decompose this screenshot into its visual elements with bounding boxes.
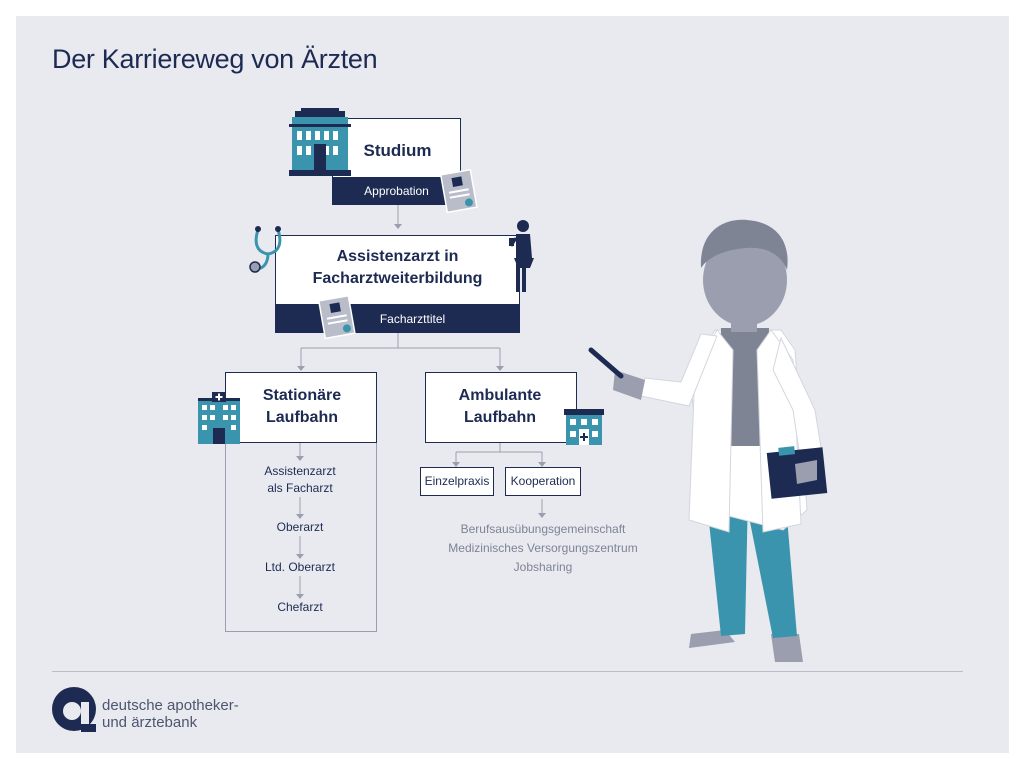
bank-logo-icon — [52, 687, 96, 732]
stethoscope-icon — [249, 226, 282, 273]
page-title: Der Karriereweg von Ärzten — [52, 44, 378, 74]
step-chefarzt: Chefarzt — [277, 600, 323, 614]
stationaer-box — [225, 372, 377, 443]
kooperation-type-mvz: Medizinisches Versorgungszentrum — [448, 541, 638, 555]
kooperation-box: Kooperation — [505, 467, 581, 496]
doctor-illustration — [588, 219, 828, 662]
approbation-bar: Approbation — [332, 178, 461, 205]
assistenzarzt-label-line1: Assistenzarzt in — [336, 248, 459, 265]
step-ltd-oberarzt: Ltd. Oberarzt — [264, 560, 336, 574]
university-building-icon — [289, 108, 351, 176]
practice-building-icon — [564, 409, 604, 445]
bank-logo-text-line1: deutsche apotheker- — [102, 697, 239, 714]
kooperation-type-bag: Berufsausübungsgemeinschaft — [460, 522, 626, 536]
bank-logo-text-line2: und ärztebank — [102, 714, 198, 731]
studium-label: Studium — [363, 141, 432, 160]
facharzttitel-certificate-icon — [317, 294, 356, 340]
stationaer-label-line1: Stationäre — [262, 387, 342, 404]
assistenzarzt-box — [275, 235, 520, 305]
ambulant-label-line1: Ambulante — [458, 387, 542, 404]
step-als-facharzt: als Facharzt — [267, 481, 333, 495]
hospital-building-icon — [198, 392, 240, 444]
stationaer-label-line2: Laufbahn — [266, 409, 338, 426]
assistenzarzt-label-line2: Facharztweiterbildung — [312, 270, 483, 287]
facharzttitel-bar: Facharzttitel — [275, 305, 520, 333]
ambulant-box — [425, 372, 577, 443]
stationaer-steps-frame — [225, 443, 377, 632]
ambulant-label-line2: Laufbahn — [464, 409, 536, 426]
kooperation-type-jobsharing: Jobsharing — [513, 560, 573, 574]
woman-with-phone-icon — [509, 220, 534, 292]
studium-box — [332, 118, 461, 178]
footer-divider — [52, 671, 963, 672]
step-assistenzarzt: Assistenzarzt — [264, 464, 336, 478]
approbation-certificate-icon — [439, 168, 478, 214]
einzelpraxis-box: Einzelpraxis — [420, 467, 494, 496]
step-oberarzt: Oberarzt — [276, 520, 324, 534]
